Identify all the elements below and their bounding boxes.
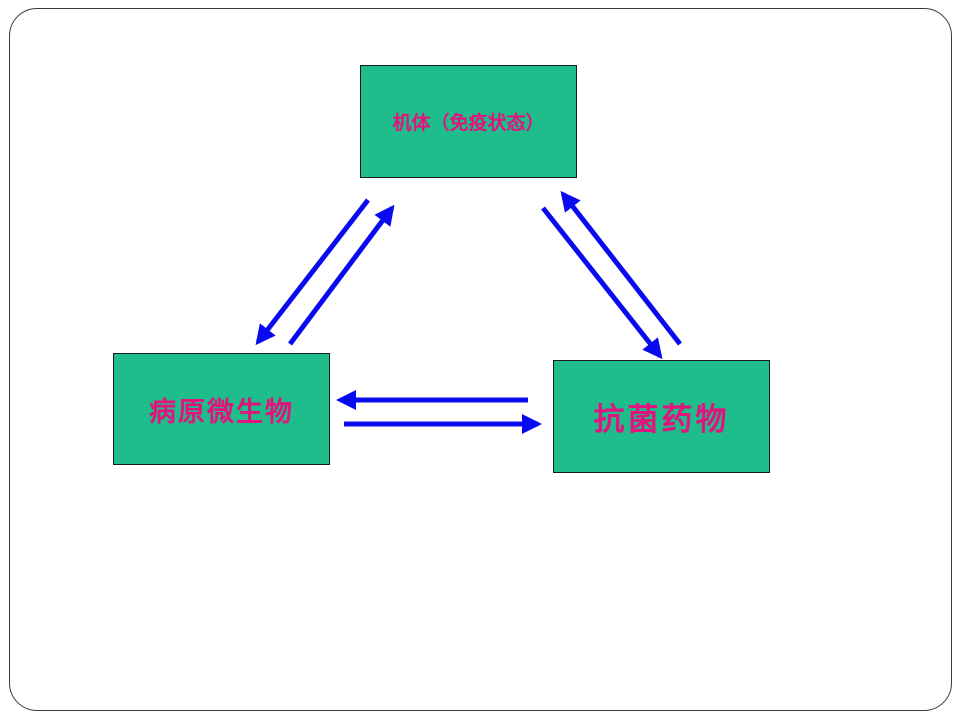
drug-node-label: 抗菌药物: [593, 402, 730, 438]
arrow-drug-to-host: [560, 190, 682, 346]
host-node: 机体（免疫状态）: [360, 65, 577, 178]
host-node-label: 机体（免疫状态）: [392, 112, 545, 134]
pathogen-node: 病原微生物: [113, 353, 330, 465]
arrow-host-to-drug: [541, 206, 663, 360]
arrow-host-to-pathogen: [255, 198, 370, 346]
pathogen-node-label: 病原微生物: [149, 396, 294, 428]
drug-node: 抗菌药物: [553, 360, 770, 473]
arrow-pathogen-to-host: [288, 204, 395, 346]
